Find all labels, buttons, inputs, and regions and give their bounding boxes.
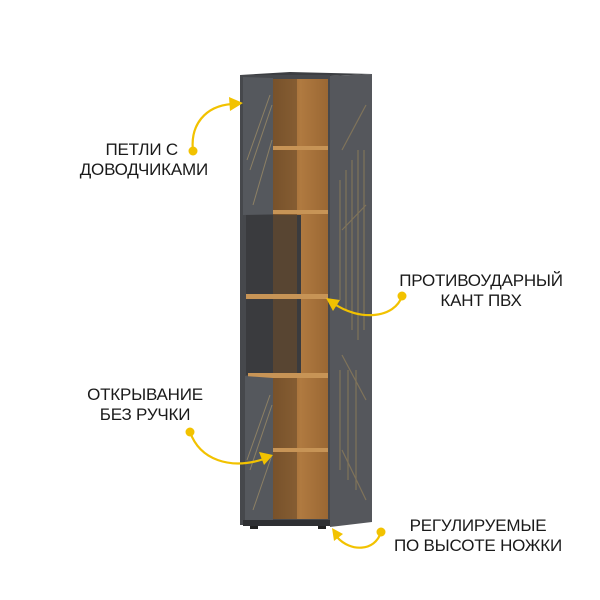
arrow-hinges <box>191 102 233 152</box>
callout-line: ПО ВЫСОТЕ НОЖКИ <box>393 536 563 555</box>
shelves <box>246 146 328 452</box>
arrow-edge <box>332 295 404 317</box>
lower-door <box>245 376 273 520</box>
arrow-handleless <box>188 431 265 465</box>
arrowhead-icon <box>332 528 343 541</box>
side-decor-lines <box>339 104 367 501</box>
callout-line: ПРОТИВОУДАРНЫЙ <box>399 271 563 290</box>
arrow-legs <box>336 531 383 549</box>
arrowhead-icon <box>229 97 243 111</box>
dot-icon <box>397 291 407 301</box>
dot-icon <box>188 146 198 156</box>
callout-arrows <box>188 102 404 549</box>
callout-handleless: ОТКРЫВАНИЕ БЕЗ РУЧКИ <box>80 385 210 425</box>
callout-line: ОТКРЫВАНИЕ <box>87 385 203 404</box>
arrowhead-icon <box>326 298 340 311</box>
callout-edge: ПРОТИВОУДАРНЫЙ КАНТ ПВХ <box>390 271 572 311</box>
callout-line: КАНТ ПВХ <box>440 291 522 310</box>
callout-line: ПЕТЛИ С <box>105 140 178 159</box>
callout-hinges: ПЕТЛИ С ДОВОДЧИКАМИ <box>67 140 208 180</box>
arrowhead-icon <box>259 452 273 465</box>
dot-icon <box>376 527 386 537</box>
callout-line: ДОВОДЧИКАМИ <box>79 160 208 179</box>
callout-legs: РЕГУЛИРУЕМЫЕ ПО ВЫСОТЕ НОЖКИ <box>383 516 573 556</box>
callout-line: БЕЗ РУЧКИ <box>99 405 191 424</box>
dot-icon <box>185 427 195 437</box>
callout-line: РЕГУЛИРУЕМЫЕ <box>409 516 547 535</box>
